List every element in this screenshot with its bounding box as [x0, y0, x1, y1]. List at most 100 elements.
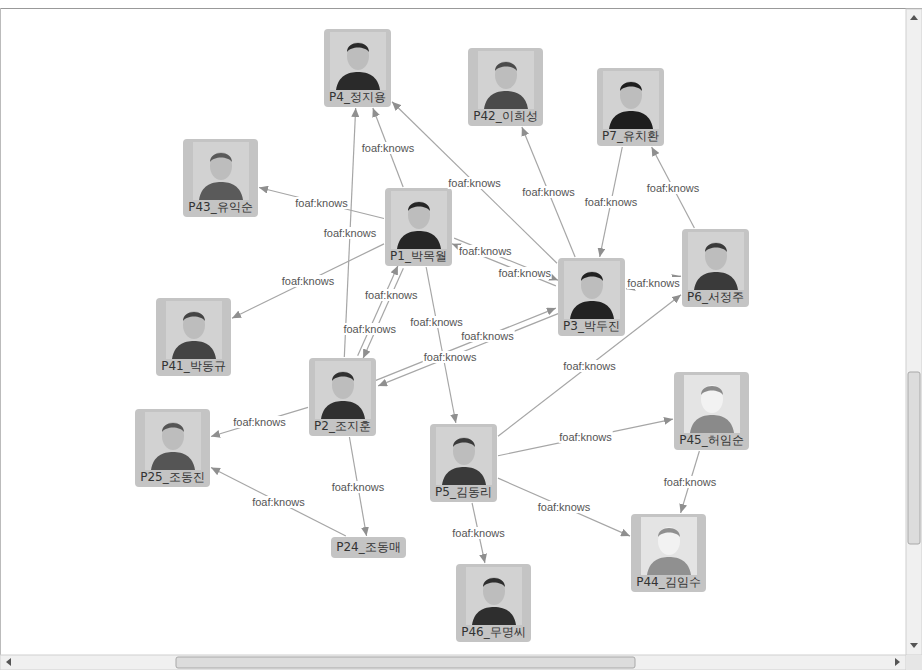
scroll-arrow — [6, 658, 11, 666]
photo-face — [162, 422, 184, 450]
edge-label: foaf:knows — [232, 416, 287, 428]
knows-arrow — [358, 266, 398, 356]
knows-arrow — [454, 238, 558, 280]
photo-ground — [330, 32, 386, 90]
photo-hair — [705, 243, 727, 252]
portrait-photo — [145, 412, 201, 470]
photo-hair — [347, 43, 369, 52]
photo-ground — [166, 301, 222, 359]
photo-face — [332, 371, 354, 399]
edge-label: foaf:knows — [323, 227, 378, 239]
photo-hair — [162, 423, 184, 432]
knows-arrow — [452, 244, 556, 286]
photo-hair — [210, 153, 232, 162]
person-node: P25_조동진 — [135, 409, 210, 487]
knows-arrow — [232, 244, 384, 318]
edge-label: foaf:knows — [409, 316, 464, 328]
knows-arrow — [522, 127, 575, 257]
person-node: P41_박동규 — [156, 298, 231, 376]
photo-shoulders — [321, 401, 365, 419]
photo-hair — [408, 202, 430, 211]
photo-ground — [193, 142, 249, 200]
photo-ground — [603, 71, 659, 129]
photo-face — [495, 61, 517, 89]
photo-ground — [641, 517, 697, 575]
frame-border — [0, 8, 922, 9]
scroll-corner — [906, 655, 922, 670]
photo-shoulders — [472, 607, 516, 625]
edge-label: foaf:knows — [497, 267, 552, 279]
knows-arrow — [211, 468, 346, 536]
person-label: P46_무명씨 — [459, 625, 528, 640]
edge-label: foaf:knows — [281, 275, 336, 287]
knows-arrow — [498, 295, 681, 437]
photo-hair — [620, 82, 642, 91]
edge-label: foaf:knows — [646, 182, 701, 194]
photo-hair — [658, 528, 680, 537]
person-label: P2_조지훈 — [312, 419, 373, 434]
vertical-scrollbar — [906, 9, 922, 655]
edge-label: foaf:knows — [521, 186, 576, 198]
photo-face — [347, 42, 369, 70]
person-node: P43_유익순 — [183, 139, 258, 217]
person-node: P2_조지훈 — [309, 358, 376, 436]
knows-arrow — [426, 267, 456, 423]
portrait-photo — [478, 51, 534, 109]
portrait-photo — [564, 261, 620, 319]
photo-hair — [581, 272, 603, 281]
portrait-photo — [684, 375, 740, 433]
knows-arrow — [626, 276, 681, 289]
edge-label: foaf:knows — [562, 360, 617, 372]
person-node: P3_박두진 — [558, 258, 625, 336]
edge-label: foaf:knows — [447, 177, 502, 189]
person-label: P3_박두진 — [561, 319, 622, 334]
photo-face — [705, 242, 727, 270]
person-node: P4_정지용 — [324, 29, 391, 107]
edge-label: foaf:knows — [626, 277, 681, 289]
photo-shoulders — [647, 557, 691, 575]
edge-label: foaf:knows — [460, 330, 515, 342]
photo-shoulders — [570, 301, 614, 319]
portrait-photo — [330, 32, 386, 90]
portrait-photo — [391, 191, 447, 249]
edge-label: foaf:knows — [361, 142, 416, 154]
edge-label: foaf:knows — [537, 501, 592, 513]
portrait-photo — [166, 301, 222, 359]
knows-arrow — [498, 478, 630, 536]
scroll-arrow — [910, 643, 918, 648]
photo-face — [701, 385, 723, 413]
edge-label: foaf:knows — [663, 476, 718, 488]
horizontal-scrollbar — [0, 655, 906, 670]
photo-hair — [495, 62, 517, 71]
edge-label: foaf:knows — [294, 197, 349, 209]
knows-arrow — [259, 188, 384, 219]
person-node: P42_이희성 — [468, 48, 543, 126]
scroll-arrow — [895, 658, 900, 666]
scroll-thumb — [908, 372, 920, 544]
portrait-photo — [688, 232, 744, 290]
edge-label: foaf:knows — [331, 481, 386, 493]
scroll-thumb — [176, 657, 635, 668]
person-label: P45_허임순 — [677, 433, 746, 448]
person-label: P24_조동매 — [336, 540, 401, 555]
photo-ground — [564, 261, 620, 319]
photo-hair — [453, 438, 475, 447]
knows-arrow — [498, 419, 673, 456]
photo-shoulders — [397, 231, 441, 249]
photo-face — [581, 271, 603, 299]
photo-ground — [145, 412, 201, 470]
photo-shoulders — [442, 467, 486, 485]
person-node: P44_김임수 — [631, 514, 706, 592]
portrait-photo — [466, 567, 522, 625]
edge-label: foaf:knows — [584, 196, 639, 208]
photo-face — [620, 81, 642, 109]
photo-shoulders — [199, 182, 243, 200]
knows-arrow — [378, 314, 558, 386]
edge-label: foaf:knows — [558, 431, 613, 443]
photo-shoulders — [151, 452, 195, 470]
person-node: P45_허임순 — [674, 372, 749, 450]
photo-ground — [436, 427, 492, 485]
person-label: P4_정지용 — [327, 90, 388, 105]
photo-face — [658, 527, 680, 555]
portrait-photo — [603, 71, 659, 129]
